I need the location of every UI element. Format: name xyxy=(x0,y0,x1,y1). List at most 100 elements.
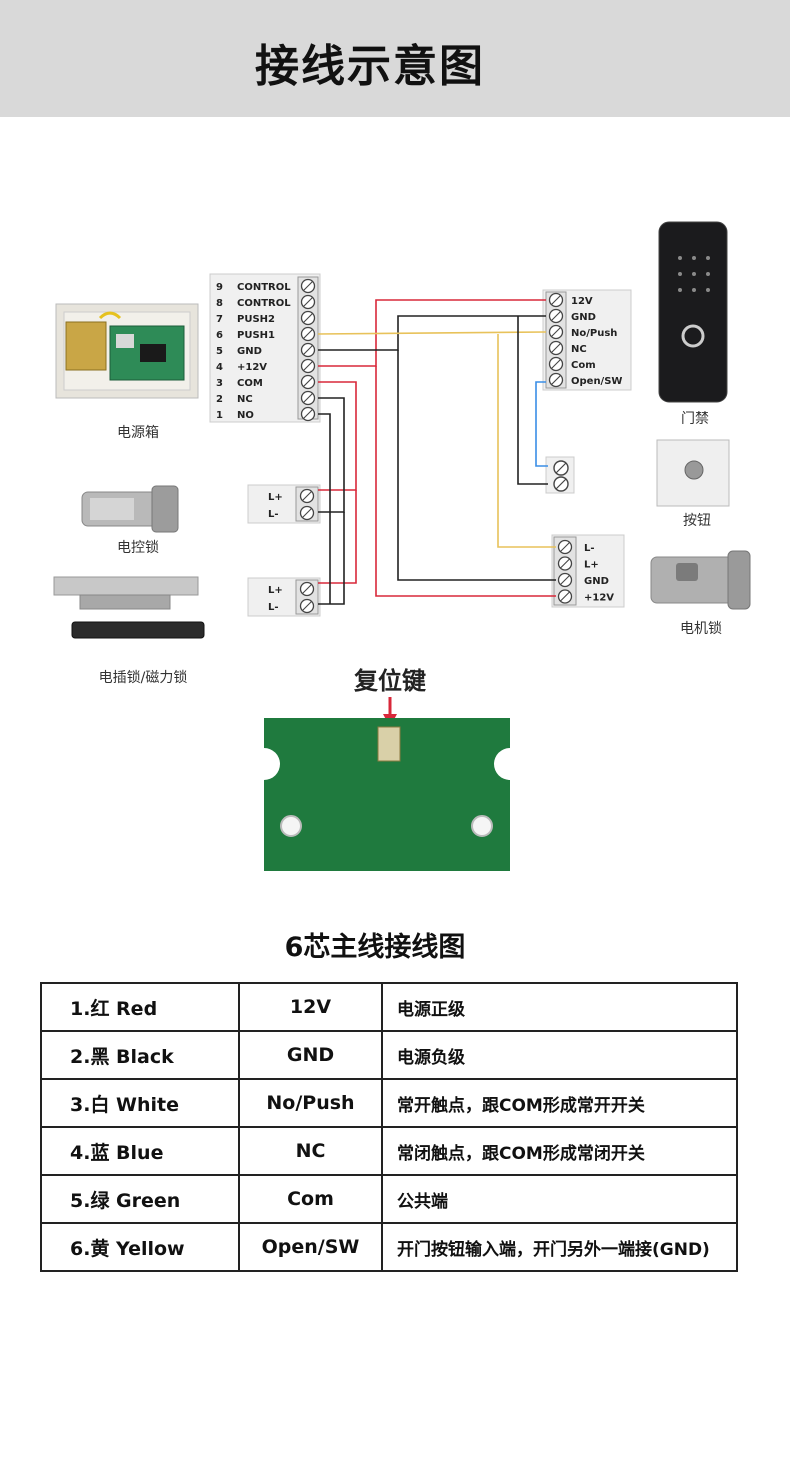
reader-screws xyxy=(548,292,564,388)
device-label-motor-lock: 电机锁 xyxy=(680,621,722,637)
reader-terminal-label: Open/SW xyxy=(571,376,622,387)
device-label-exit-button: 按钮 xyxy=(683,513,711,529)
page-title: 接线示意图 xyxy=(255,41,485,92)
lock-terminal-block-b: L+ L- xyxy=(247,577,321,617)
controller-terminal-number: 2 xyxy=(216,394,223,405)
controller-terminal-screw-slot xyxy=(303,393,313,403)
motor-terminal-screw-slot xyxy=(560,575,570,585)
reader-terminal-label: No/Push xyxy=(571,328,617,339)
wire-signal-cell: NC xyxy=(238,1126,383,1176)
controller-terminal-screw-slot xyxy=(303,409,313,419)
reader-terminal-screw-slot xyxy=(551,295,561,305)
lock-terminal-label: L+ xyxy=(268,585,283,596)
controller-terminal-screw-slot xyxy=(303,345,313,355)
wire-description-cell: 开门按钮输入端，开门另外一端接(GND) xyxy=(381,1222,738,1272)
controller-terminal-number: 5 xyxy=(216,346,223,357)
controller-terminal-screw-slot xyxy=(303,361,313,371)
electric-lock-image xyxy=(81,485,179,533)
controller-terminal-screw-slot xyxy=(303,297,313,307)
motor-terminal-screw-slot xyxy=(560,591,570,602)
reader-terminal-label: Com xyxy=(571,360,596,371)
wire-description-cell: 公共端 xyxy=(381,1174,738,1224)
page-header: 接线示意图 xyxy=(0,0,790,117)
controller-terminal-number: 7 xyxy=(216,314,223,325)
wire-signal-cell: 12V xyxy=(238,982,383,1032)
controller-terminal-label: CONTROL xyxy=(237,298,291,309)
wires xyxy=(317,299,556,605)
controller-terminal-label: NO xyxy=(237,410,254,421)
reset-key-label: 复位键 xyxy=(353,667,426,695)
lock-terminal-screw-slot xyxy=(302,508,312,518)
controller-terminal-number: 3 xyxy=(216,378,223,389)
reader-terminal-screw-slot xyxy=(551,359,561,369)
controller-terminal-screw-slot xyxy=(303,281,313,291)
motor-terminal-label: GND xyxy=(584,576,609,587)
wire-description-cell: 常开触点，跟COM形成常开开关 xyxy=(381,1078,738,1128)
controller-terminal-number: 6 xyxy=(216,330,223,341)
wire-signal-cell: Com xyxy=(238,1174,383,1224)
wire-color-cell: 5.绿 Green xyxy=(40,1174,240,1224)
wire-color-cell: 4.蓝 Blue xyxy=(40,1126,240,1176)
exit-button-image xyxy=(656,439,730,507)
wire-signal-cell: Open/SW xyxy=(238,1222,383,1272)
pcb-board xyxy=(264,718,510,871)
motor-terminal-screw-slot xyxy=(560,558,570,569)
lock-terminal-label: L- xyxy=(268,509,279,520)
wiring-diagram: 电源箱 电控锁 电插锁/磁力锁 门禁 按钮 电机锁 xyxy=(53,221,751,871)
controller-terminal-number: 8 xyxy=(216,298,223,309)
reader-terminal-screw-slot xyxy=(551,375,561,385)
controller-terminal-label: +12V xyxy=(237,362,267,373)
lock-terminal-block-a: L+ L- xyxy=(247,484,321,524)
device-label-electric-lock: 电控锁 xyxy=(117,540,159,556)
controller-terminal-label: PUSH1 xyxy=(237,330,275,341)
wire-color-cell: 2.黑 Black xyxy=(40,1030,240,1080)
wire-description-cell: 电源正级 xyxy=(381,982,738,1032)
motor-lock-image xyxy=(650,550,751,610)
wire-color-cell: 1.红 Red xyxy=(40,982,240,1032)
lock-terminal-label: L- xyxy=(268,602,279,613)
controller-terminal-label: GND xyxy=(237,346,262,357)
reader-terminal-screw-slot xyxy=(551,311,561,321)
wire-description-cell: 电源负级 xyxy=(381,1030,738,1080)
controller-terminal-number: 1 xyxy=(216,410,223,421)
lock-terminal-label: L+ xyxy=(268,492,283,503)
bolt-magnetic-lock-image xyxy=(53,576,205,639)
controller-terminal-label: NC xyxy=(237,394,253,405)
wire-color-cell: 6.黄 Yellow xyxy=(40,1222,240,1272)
controller-terminal-label: CONTROL xyxy=(237,282,291,293)
controller-terminal-label: COM xyxy=(237,378,263,389)
wire-signal-cell: No/Push xyxy=(238,1078,383,1128)
wire-signal-cell: GND xyxy=(238,1030,383,1080)
button-terminal-block xyxy=(545,456,575,494)
motor-terminal-label: L- xyxy=(584,543,595,554)
device-label-bolt-magnetic-lock: 电插锁/磁力锁 xyxy=(99,670,188,686)
motor-lock-terminal-block: L- L+ GND +12V xyxy=(551,534,625,608)
motor-terminal-label: +12V xyxy=(584,593,614,604)
controller-terminal-screw-slot xyxy=(303,313,313,323)
motor-terminal-label: L+ xyxy=(584,560,599,571)
access-reader-image xyxy=(658,221,728,403)
wire-color-cell: 3.白 White xyxy=(40,1078,240,1128)
power-box-image xyxy=(55,303,199,399)
reader-terminal-screw-slot xyxy=(551,343,561,353)
controller-terminal-number: 9 xyxy=(216,282,223,293)
controller-screws xyxy=(300,278,316,422)
reader-terminal-label: GND xyxy=(571,312,596,323)
reader-terminal-label: NC xyxy=(571,344,587,355)
controller-terminal-number: 4 xyxy=(216,362,223,373)
controller-terminal-screw-slot xyxy=(303,329,313,339)
lock-terminal-screw-slot xyxy=(302,584,312,594)
table-title: 6芯主线接线图 xyxy=(284,932,466,963)
controller-terminal-screw-slot xyxy=(303,377,313,387)
lock-terminal-screw-slot xyxy=(302,491,312,501)
